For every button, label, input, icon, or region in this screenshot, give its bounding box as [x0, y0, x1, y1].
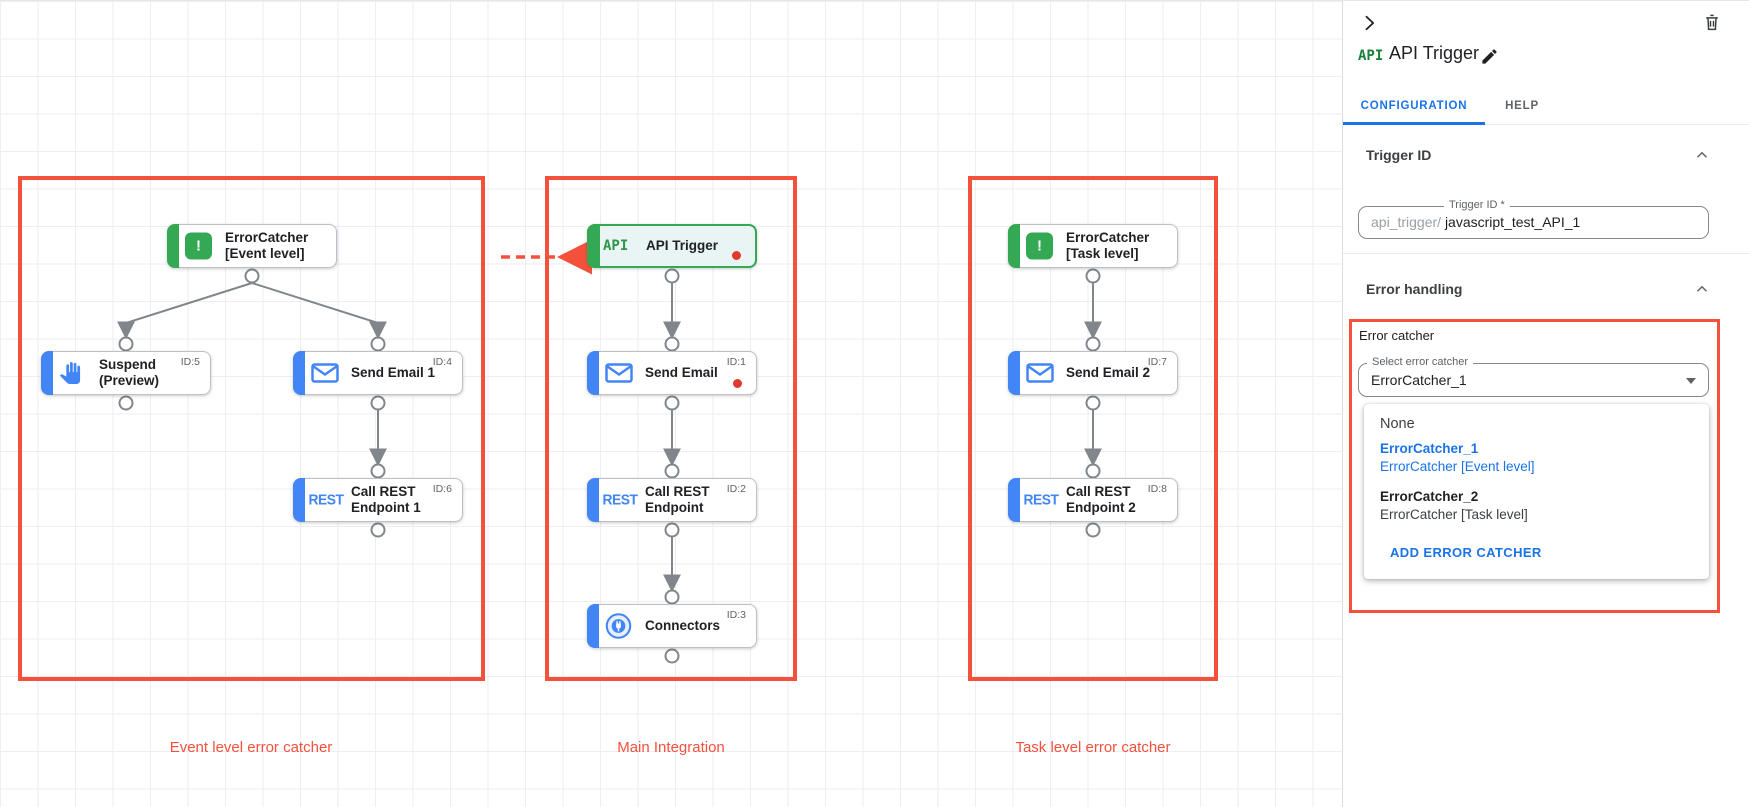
- email-icon: [311, 363, 339, 383]
- collapse-error-handling-button[interactable]: [1691, 278, 1713, 300]
- error-status-dot: [733, 379, 742, 388]
- node-send-email-2[interactable]: Send Email 2 ID:7: [1008, 351, 1178, 395]
- node-send-email[interactable]: Send Email ID:1: [587, 351, 757, 395]
- trigger-id-section-heading: Trigger ID: [1366, 147, 1432, 163]
- error-handling-section-heading: Error handling: [1366, 281, 1463, 297]
- collapse-panel-button[interactable]: [1357, 11, 1381, 35]
- pencil-icon: [1482, 49, 1497, 64]
- workflow-edges: [117, 239, 1102, 664]
- collapse-trigger-id-button[interactable]: [1691, 144, 1713, 166]
- task-id-badge: ID:6: [432, 483, 452, 495]
- node-accent-bar: [1008, 478, 1020, 522]
- node-accent-bar: [293, 351, 305, 395]
- node-accent-bar: [293, 478, 305, 522]
- trigger-id-field-label: Trigger ID *: [1444, 199, 1510, 211]
- node-errorcatcher-task[interactable]: ! ErrorCatcher[Task level]: [1008, 224, 1178, 268]
- hand-icon: [59, 362, 81, 385]
- error-catcher-dropdown-menu: None ErrorCatcher_1 ErrorCatcher [Event …: [1364, 404, 1709, 579]
- email-icon: [605, 363, 633, 383]
- error-status-dot: [732, 251, 741, 260]
- task-id-badge: ID:4: [432, 356, 452, 368]
- select-label: Select error catcher: [1367, 356, 1473, 368]
- node-send-email-1[interactable]: Send Email 1 ID:4: [293, 351, 463, 395]
- task-id-badge: ID:2: [726, 483, 746, 495]
- rest-icon: REST: [1023, 491, 1059, 509]
- trigger-id-prefix: api_trigger/: [1371, 214, 1442, 230]
- error-catcher-label: Error catcher: [1359, 328, 1435, 343]
- node-api-trigger[interactable]: API API Trigger: [587, 224, 757, 268]
- tab-help[interactable]: HELP: [1505, 100, 1539, 112]
- api-trigger-badge-icon: API: [1358, 48, 1384, 64]
- node-accent-bar: [587, 224, 600, 268]
- task-id-badge: ID:5: [180, 356, 200, 368]
- error-catcher-icon: !: [1026, 232, 1053, 260]
- node-accent-bar: [587, 478, 599, 522]
- dropdown-arrow-icon: [1686, 378, 1696, 384]
- tab-configuration[interactable]: CONFIGURATION: [1360, 100, 1468, 112]
- trash-icon: [1706, 14, 1718, 31]
- section-divider: [1343, 253, 1749, 254]
- task-id-badge: ID:3: [726, 609, 746, 621]
- trigger-id-value: javascript_test_API_1: [1444, 214, 1581, 230]
- select-value: ErrorCatcher_1: [1371, 372, 1467, 388]
- group-caption-task-level: Task level error catcher: [1015, 739, 1171, 756]
- rest-icon: REST: [602, 491, 638, 509]
- chevron-right-icon: [1365, 15, 1375, 31]
- node-accent-bar: [1008, 351, 1020, 395]
- node-accent-bar: [41, 351, 53, 395]
- task-id-badge: ID:1: [726, 356, 746, 368]
- panel-tabs: CONFIGURATION HELP: [1343, 87, 1749, 125]
- task-id-badge: ID:8: [1147, 483, 1167, 495]
- group-caption-event-level: Event level error catcher: [169, 739, 333, 756]
- panel-title: API Trigger: [1389, 43, 1480, 63]
- error-catcher-select[interactable]: Select error catcher ErrorCatcher_1: [1358, 356, 1709, 397]
- node-accent-bar: [1008, 224, 1020, 268]
- expand-less-icon: [1696, 151, 1708, 158]
- group-caption-main: Main Integration: [617, 739, 725, 756]
- menu-option-errorcatcher-2[interactable]: ErrorCatcher_2 ErrorCatcher [Task level]: [1380, 489, 1528, 522]
- rest-icon: REST: [308, 491, 344, 509]
- node-errorcatcher-event[interactable]: ! ErrorCatcher[Event level]: [167, 224, 337, 268]
- expand-less-icon: [1696, 285, 1708, 292]
- trigger-id-field[interactable]: Trigger ID * api_trigger/ javascript_tes…: [1358, 199, 1709, 239]
- menu-option-errorcatcher-1[interactable]: ErrorCatcher_1 ErrorCatcher [Event level…: [1380, 441, 1535, 474]
- delete-trigger-button[interactable]: [1700, 10, 1724, 35]
- connectors-icon: [605, 613, 632, 640]
- node-suspend[interactable]: Suspend(Preview) ID:5: [41, 351, 211, 395]
- menu-option-none[interactable]: None: [1380, 416, 1415, 432]
- error-catcher-icon: !: [185, 232, 212, 260]
- active-tab-underline: [1343, 122, 1485, 125]
- node-accent-bar: [167, 224, 179, 268]
- add-error-catcher-button[interactable]: ADD ERROR CATCHER: [1384, 544, 1548, 561]
- email-icon: [1026, 363, 1054, 383]
- node-connectors[interactable]: Connectors ID:3: [587, 604, 757, 648]
- node-accent-bar: [587, 604, 599, 648]
- api-icon: API: [603, 238, 629, 254]
- task-id-badge: ID:7: [1147, 356, 1167, 368]
- node-accent-bar: [587, 351, 599, 395]
- error-catcher-highlight-outline: [1349, 319, 1720, 613]
- edit-title-button[interactable]: [1478, 45, 1501, 68]
- workflow-canvas[interactable]: ! ErrorCatcher[Event level] Suspend(Prev…: [0, 1, 1342, 807]
- trigger-config-panel: API API Trigger CONFIGURATION HELP Trigg…: [1342, 1, 1749, 807]
